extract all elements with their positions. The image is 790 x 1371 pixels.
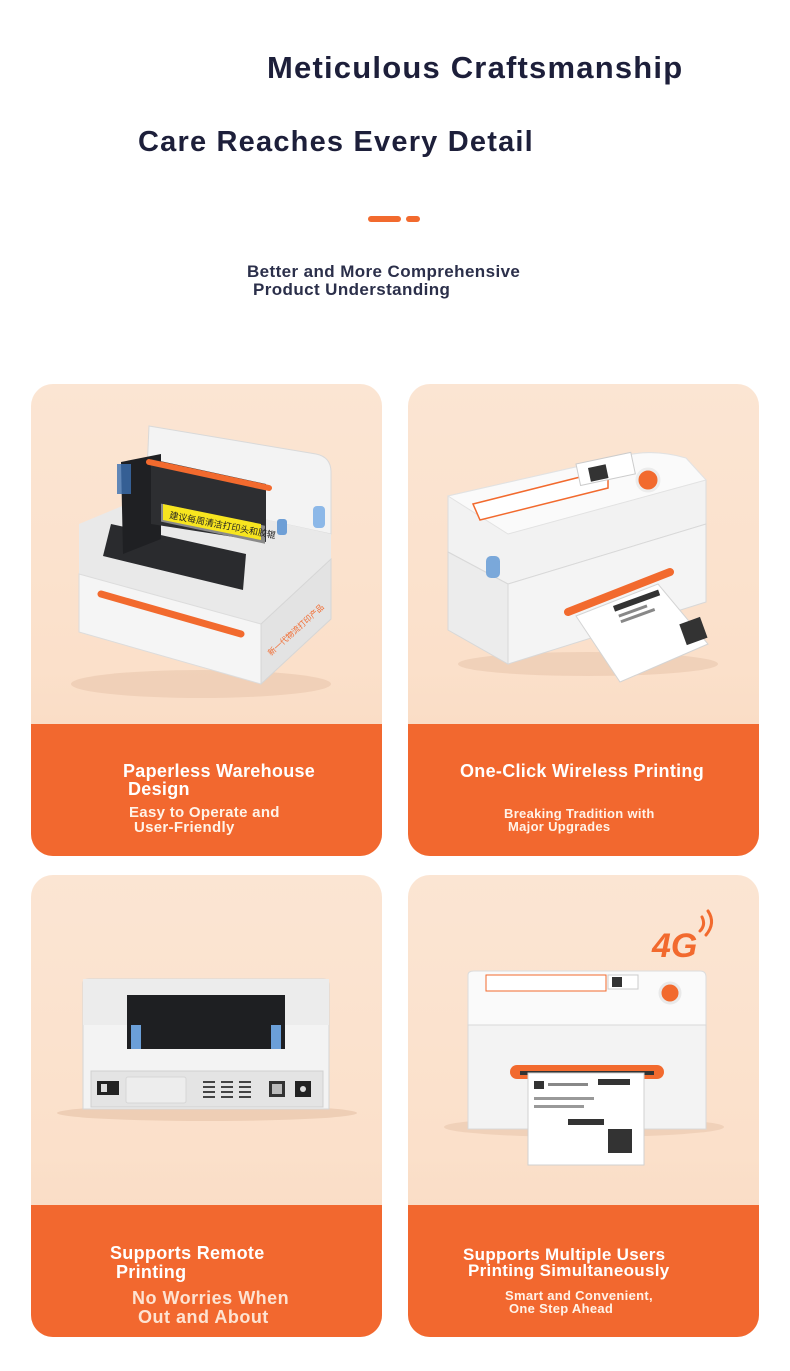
card-title-line2: Printing [116,1262,187,1282]
card-title-line2: Printing Simultaneously [468,1261,670,1280]
feature-card-wireless: One-Click Wireless Printing Breaking Tra… [408,384,759,856]
card-desc-line2: One Step Ahead [509,1301,614,1316]
card-caption-panel [408,1205,759,1337]
feature-card-multi-user: 4G Supports Multiple Users Printing Simu… [408,875,759,1337]
printer-lid-open-image: 建议每周清洁打印头和胶辊 新一代物流打印产品 [71,425,332,698]
card-title-line2: Design [128,779,190,799]
card-desc-line1: Smart and Convenient, [505,1288,653,1303]
card-caption-panel [31,1205,382,1337]
card-desc-line2: User-Friendly [134,819,235,836]
card-title-line1: Paperless Warehouse [123,761,316,781]
page-title: Meticulous Craftsmanship [267,50,684,85]
signal-icon [698,909,713,937]
card-desc-line1: Breaking Tradition with [504,806,655,821]
intro-text-line1: Better and More Comprehensive [247,262,521,281]
printer-4g-image: 4G [444,909,724,1166]
printer-rear-ports-image [57,978,357,1121]
page-subtitle-heading: Care Reaches Every Detail [138,126,534,158]
4g-badge: 4G [651,927,697,965]
card-title: One-Click Wireless Printing [460,761,704,781]
card-title-line1: Supports Remote [110,1243,265,1263]
card-desc-line2: Major Upgrades [508,819,611,834]
card-caption-panel [31,724,382,856]
accent-divider-short [406,216,420,222]
card-desc-line2: Out and About [138,1307,269,1327]
card-desc-line1: No Worries When [132,1288,290,1308]
printer-printing-label-image [446,451,718,683]
feature-card-paperless: 建议每周清洁打印头和胶辊 新一代物流打印产品 Paperless Warehou… [31,384,382,856]
card-desc-line1: Easy to Operate and [129,804,280,821]
card-title-line1: Supports Multiple Users [463,1245,666,1264]
feature-card-remote: Supports Remote Printing No Worries When… [31,875,382,1337]
accent-divider-long [368,216,401,222]
card-caption-panel [408,724,759,856]
intro-text-line2: Product Understanding [253,280,451,299]
